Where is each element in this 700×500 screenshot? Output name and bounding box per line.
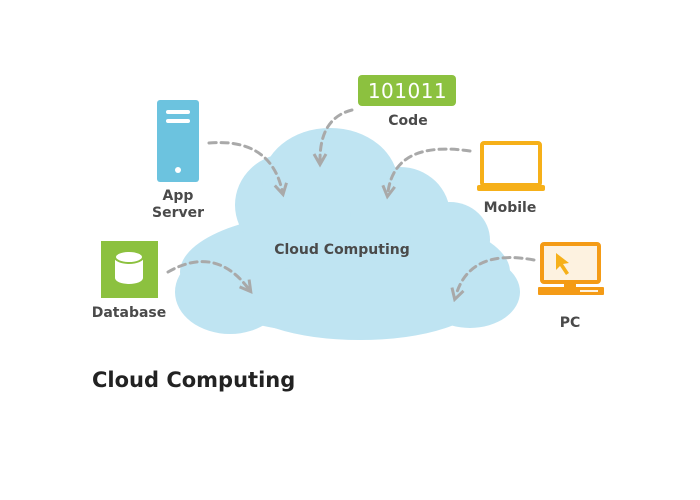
code-value-text: 101011	[367, 79, 448, 103]
arrow-mobile	[381, 147, 472, 200]
laptop-icon	[477, 141, 545, 191]
code-label: Code	[388, 113, 428, 129]
diagram-caption: Cloud Computing	[92, 368, 296, 392]
server-icon	[157, 100, 199, 182]
cloud-center-label: Cloud Computing	[274, 242, 410, 258]
arrow-app-server	[207, 141, 288, 198]
pc-label: PC	[559, 315, 581, 331]
arrow-code	[312, 108, 354, 168]
app-server-label: App Server	[140, 188, 216, 222]
app-server-label-line2: Server	[151, 205, 204, 221]
arrow-pc	[450, 256, 536, 303]
cloud-shape	[175, 128, 520, 340]
connection-arrows	[166, 108, 536, 303]
mobile-label: Mobile	[483, 200, 537, 216]
pc-icon	[538, 242, 604, 295]
database-icon	[101, 241, 158, 298]
code-badge-icon	[358, 75, 456, 106]
database-label: Database	[91, 305, 167, 321]
app-server-label-line1: App	[162, 188, 194, 204]
